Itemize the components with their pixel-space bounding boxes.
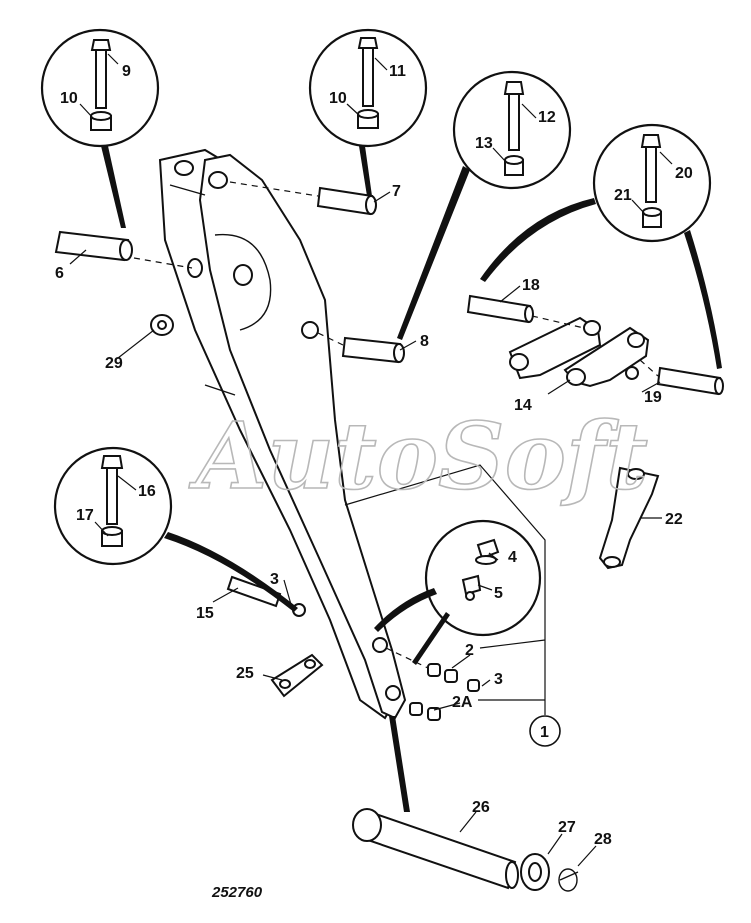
figure-number: 252760	[211, 884, 263, 901]
label-22: 22	[665, 511, 683, 528]
label-15: 15	[196, 605, 214, 622]
detail-circle-12-13	[452, 70, 572, 190]
label-4: 4	[508, 549, 517, 566]
label-29: 29	[105, 355, 123, 372]
label-18: 18	[522, 277, 540, 294]
clip-28	[558, 868, 579, 892]
leader-lines	[69, 53, 673, 867]
label-19: 19	[644, 389, 662, 406]
plate-25	[270, 653, 324, 698]
label-8: 8	[420, 333, 429, 350]
label-5: 5	[494, 585, 503, 602]
label-25: 25	[236, 665, 254, 682]
pivot-pin-26	[352, 808, 519, 890]
wedge-leader-20-21b	[684, 230, 722, 369]
label-12: 12	[538, 109, 556, 126]
label-16: 16	[138, 483, 156, 500]
wedge-leader-20-21	[480, 198, 596, 282]
wedge-leader-10-11	[359, 146, 372, 196]
label-20: 20	[675, 165, 693, 182]
label-21: 21	[614, 187, 632, 204]
centerline-19	[639, 359, 659, 377]
pin-18	[466, 294, 534, 324]
label-6: 6	[55, 265, 64, 282]
wedge-leader-12-13	[397, 166, 470, 340]
watermark-text: AutoSoft	[188, 402, 648, 510]
wedge-leader-4-5	[374, 588, 437, 632]
label-17: 17	[76, 507, 94, 524]
label-13: 13	[475, 135, 493, 152]
label-9: 9	[122, 63, 131, 80]
label-14: 14	[514, 397, 532, 414]
label-27: 27	[558, 819, 576, 836]
group-bracket-1	[344, 464, 546, 715]
label-10a: 10	[60, 90, 78, 107]
centerline-2	[385, 647, 429, 669]
washer-29	[150, 314, 174, 336]
centerline-8	[317, 332, 344, 346]
label-10b: 10	[329, 90, 347, 107]
label-1: 1	[540, 724, 549, 741]
label-11: 11	[389, 63, 406, 80]
pin-7	[316, 186, 377, 216]
label-3a: 3	[270, 571, 279, 588]
label-2a: 2A	[452, 694, 473, 711]
callout-labels: 9 10 11 10 12 13 20 21 7 6 8 29 18 14 19…	[55, 63, 693, 848]
detail-circle-9-10	[40, 28, 160, 148]
label-26: 26	[472, 799, 490, 816]
callout-circle-1	[529, 715, 561, 747]
label-2: 2	[465, 642, 474, 659]
pin-19	[656, 366, 724, 396]
wedge-leader-4-5b	[412, 612, 450, 665]
wedge-leader-9-10	[101, 146, 126, 228]
detail-circle-10-11	[308, 28, 428, 148]
boom-arm	[158, 148, 407, 720]
label-7: 7	[392, 183, 401, 200]
bushes-2	[427, 663, 480, 692]
wedge-leader-16-17	[164, 532, 298, 612]
link-assembly-14	[508, 316, 650, 388]
wedge-leader-26	[389, 716, 410, 812]
label-3b: 3	[494, 671, 503, 688]
tie-bar-22	[598, 466, 660, 570]
centerline-18	[531, 315, 585, 329]
detail-circle-20-21	[592, 123, 712, 243]
detail-circle-16-17	[53, 446, 173, 566]
label-28: 28	[594, 831, 612, 848]
pin-6	[54, 230, 133, 262]
centerline-7	[229, 181, 319, 197]
bushes-2a	[409, 702, 441, 721]
washer-27	[520, 853, 550, 891]
detail-circle-4-5	[424, 519, 542, 637]
pin-8	[341, 336, 405, 364]
centerline-6	[133, 257, 193, 269]
